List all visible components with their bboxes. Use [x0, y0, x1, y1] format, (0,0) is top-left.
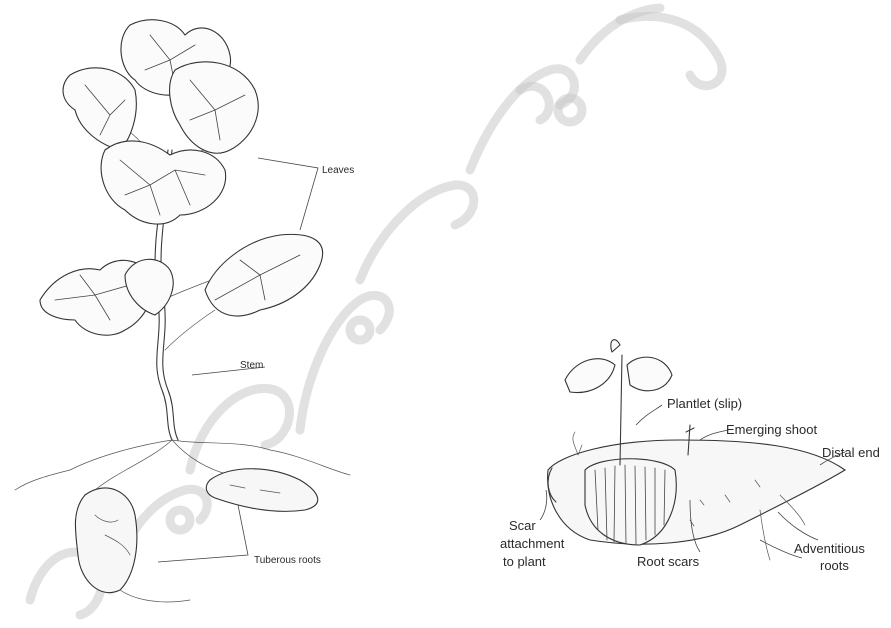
- leaf: [63, 68, 136, 150]
- label-root-scars: Root scars: [637, 554, 700, 569]
- leaf: [565, 359, 615, 393]
- leaf: [170, 62, 259, 153]
- label-plantlet: Plantlet (slip): [667, 396, 742, 411]
- label-scar-3: to plant: [503, 554, 546, 569]
- label-emerging-shoot: Emerging shoot: [726, 422, 817, 437]
- label-leaves: Leaves: [322, 165, 354, 176]
- sprouting-tuber-illustration: [540, 340, 845, 560]
- tuberous-root: [75, 488, 136, 593]
- label-scar-2: attachment: [500, 536, 565, 551]
- leaf: [205, 234, 323, 316]
- adventitious-root: [760, 510, 770, 560]
- label-scar-1: Scar: [509, 518, 536, 533]
- leaf: [627, 357, 672, 391]
- label-distal-end: Distal end: [822, 445, 880, 460]
- label-adventitious-2: roots: [820, 558, 849, 573]
- leaf: [611, 340, 620, 352]
- leaf: [101, 141, 226, 224]
- label-stem: Stem: [240, 360, 263, 371]
- label-adventitious-1: Adventitious: [794, 541, 865, 556]
- label-tuberous-roots: Tuberous roots: [254, 555, 321, 566]
